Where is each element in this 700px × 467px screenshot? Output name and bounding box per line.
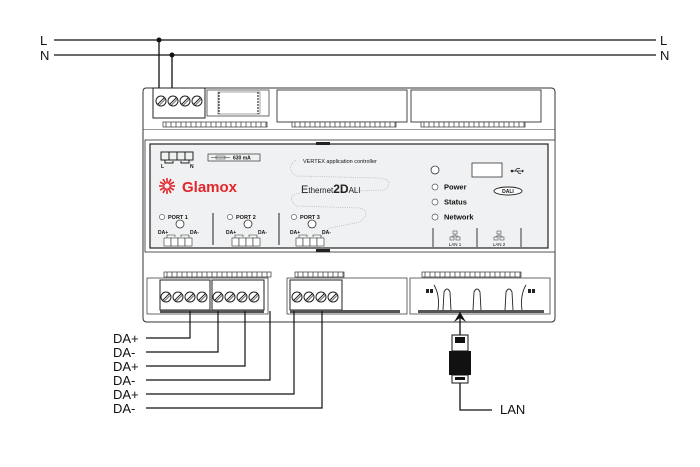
dali-bus-wires: DA+DA-DA+DA-DA+DA- xyxy=(113,311,323,416)
glamox-star-icon xyxy=(159,178,175,194)
bus-wire-1: DA+ xyxy=(113,311,191,346)
terminal-screw[interactable] xyxy=(191,95,203,107)
terminal-screw[interactable] xyxy=(303,291,315,303)
bus-wire-label: DA+ xyxy=(113,387,139,402)
dali-ports: PORT 1 DA+ DA- PORT 2 DA+ DA- PORT 3 DA+ DA- xyxy=(158,214,331,247)
bus-terminal-screws xyxy=(160,291,339,303)
lan-port-label-1: LAN 1 xyxy=(449,230,462,247)
bus-wire-label: DA+ xyxy=(113,331,139,346)
svg-text:Power: Power xyxy=(444,183,467,192)
button-indicator[interactable] xyxy=(430,165,440,175)
port-3: PORT 3 DA+ DA- xyxy=(290,214,331,247)
brand-name: Glamox xyxy=(182,179,238,196)
terminal-screw[interactable] xyxy=(327,291,339,303)
usb-icon xyxy=(510,168,524,174)
top-blank-slot-1 xyxy=(276,89,408,123)
legend-l-label: L xyxy=(161,164,164,170)
port-plus-label: DA+ xyxy=(158,230,168,236)
bus-wire-6: DA- xyxy=(113,311,323,416)
port-minus-label: DA- xyxy=(258,230,267,236)
glamox-logo: Glamox xyxy=(159,178,238,196)
left-l-label: L xyxy=(40,33,47,48)
right-l-label: L xyxy=(660,33,667,48)
fuse-holder xyxy=(206,89,270,117)
terminal-screw[interactable] xyxy=(172,291,184,303)
bus-wire-label: DA- xyxy=(113,373,135,388)
rj45-plug xyxy=(449,351,471,375)
terminal-screw[interactable] xyxy=(155,95,167,107)
bus-wire-label: DA- xyxy=(113,401,135,416)
dali-logo: DALI xyxy=(493,186,523,196)
bus-wire-5: DA+ xyxy=(113,311,295,402)
terminal-screw[interactable] xyxy=(291,291,303,303)
svg-text:DALI: DALI xyxy=(502,189,514,195)
decorative-wave xyxy=(290,159,390,249)
terminal-screw[interactable] xyxy=(160,291,172,303)
terminal-screw[interactable] xyxy=(196,291,208,303)
left-n-label: N xyxy=(40,48,49,63)
led-network: Network xyxy=(431,213,474,222)
bus-wire-label: DA+ xyxy=(113,359,139,374)
svg-text:Network: Network xyxy=(444,213,474,222)
bus-wire-3: DA+ xyxy=(113,311,246,374)
controller-device: L N 630 mA Glamox VERTEX application con… xyxy=(142,87,556,323)
legend-n-label: N xyxy=(190,164,194,170)
port-plus-label: DA+ xyxy=(290,230,300,236)
top-vent-teeth xyxy=(162,121,526,128)
port-minus-label: DA- xyxy=(190,230,199,236)
ethernet-sockets[interactable] xyxy=(426,284,535,311)
port-2: PORT 2 DA+ DA- xyxy=(226,214,267,247)
port-button[interactable] xyxy=(175,219,185,229)
terminal-screw[interactable] xyxy=(315,291,327,303)
terminal-screw[interactable] xyxy=(179,95,191,107)
svg-text:LAN 2: LAN 2 xyxy=(493,242,506,247)
terminal-screw[interactable] xyxy=(167,95,179,107)
terminal-screw[interactable] xyxy=(184,291,196,303)
terminal-screw[interactable] xyxy=(212,291,224,303)
product-subtitle: VERTEX application controller xyxy=(303,159,377,165)
port-label: PORT 2 xyxy=(236,215,256,221)
bus-wire-4: DA- xyxy=(113,311,271,388)
lan-cable: LAN xyxy=(449,312,525,417)
arrow-up-icon xyxy=(454,312,466,322)
port-1: PORT 1 DA+ DA- xyxy=(158,214,199,247)
bottom-vent-teeth xyxy=(163,271,522,278)
right-n-label: N xyxy=(660,48,669,63)
mains-lines: L N L N xyxy=(40,33,669,88)
lan-label: LAN xyxy=(500,402,525,417)
bus-wire-2: DA- xyxy=(113,311,219,360)
fuse-symbol: 630 mA xyxy=(207,153,261,162)
port-plus-label: DA+ xyxy=(226,230,236,236)
terminal-screw[interactable] xyxy=(224,291,236,303)
lan-port-label-2: LAN 2 xyxy=(493,230,506,247)
svg-text:Status: Status xyxy=(444,198,467,207)
terminal-screw[interactable] xyxy=(236,291,248,303)
bus-wire-label: DA- xyxy=(113,345,135,360)
port-label: PORT 1 xyxy=(168,215,188,221)
terminal-screw[interactable] xyxy=(248,291,260,303)
top-blank-slot-2 xyxy=(410,89,542,123)
lan-port-icons: LAN 1 LAN 2 xyxy=(449,230,506,247)
port-minus-label: DA- xyxy=(322,230,331,236)
power-terminal-screws xyxy=(155,95,203,107)
fuse-rating: 630 mA xyxy=(233,156,251,162)
product-name: Ethernet2DALI xyxy=(301,182,361,196)
port-button[interactable] xyxy=(243,219,253,229)
port-label: PORT 3 xyxy=(300,215,320,221)
display-window xyxy=(471,162,503,178)
led-status: Status xyxy=(431,198,467,207)
port-button[interactable] xyxy=(307,219,317,229)
power-terminal-legend: L N xyxy=(160,151,194,170)
svg-text:LAN 1: LAN 1 xyxy=(449,242,462,247)
led-power: Power xyxy=(431,183,467,192)
